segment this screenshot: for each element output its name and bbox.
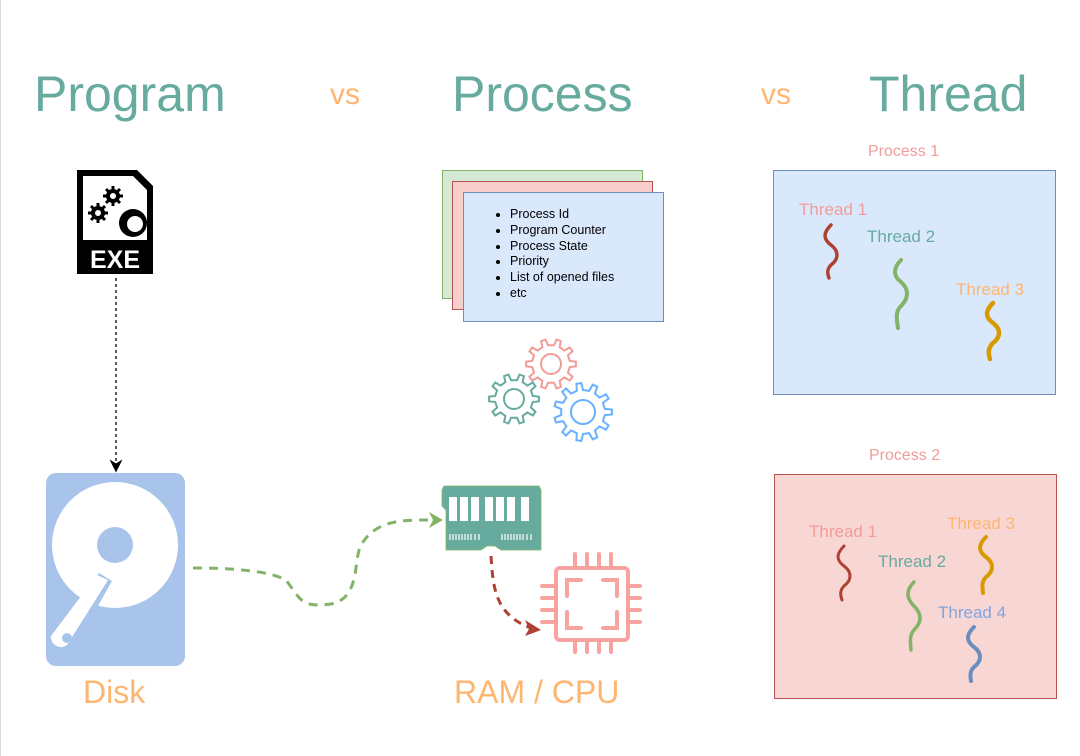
title-program: Program (34, 66, 226, 122)
gear-icon-green (488, 373, 540, 425)
process-1-box (773, 170, 1056, 395)
pcb-item: Priority (510, 254, 663, 270)
vs-label-1: vs (330, 78, 360, 111)
pcb-list: Process Id Program Counter Process State… (464, 193, 663, 302)
pcb-item: Process Id (510, 207, 663, 223)
ram-icon (441, 485, 542, 551)
disk-icon (46, 473, 185, 666)
exe-icon-label: EXE (90, 246, 140, 274)
disk-to-ram-arrow (192, 518, 432, 607)
arrowhead-icon (429, 512, 443, 528)
ram-cpu-caption: RAM / CPU (454, 674, 620, 710)
gear-icon-blue (553, 381, 613, 443)
gear-icon-red (525, 338, 577, 390)
title-thread: Thread (869, 66, 1028, 122)
pcb-card-front: Process Id Program Counter Process State… (463, 192, 664, 322)
p1-thread-1-label: Thread 1 (799, 200, 868, 219)
cpu-icon (540, 552, 642, 654)
p2-thread-3-label: Thread 3 (947, 514, 1016, 533)
pcb-item: Program Counter (510, 223, 663, 239)
gears-icon (488, 338, 613, 443)
p1-thread-2-label: Thread 2 (867, 227, 936, 246)
vs-label-2: vs (761, 78, 791, 111)
p2-thread-1-label: Thread 1 (809, 522, 878, 541)
p1-thread-3-label: Thread 3 (956, 280, 1025, 299)
pcb-item: etc (510, 286, 663, 302)
pcb-item: List of opened files (510, 270, 663, 286)
p2-thread-4-label: Thread 4 (938, 603, 1007, 622)
ram-to-cpu-arrow (489, 555, 532, 630)
p2-thread-2-label: Thread 2 (878, 552, 947, 571)
title-process: Process (452, 66, 633, 122)
process-2-label: Process 2 (869, 447, 941, 464)
disk-caption: Disk (83, 674, 146, 710)
exe-file-icon: EXE (77, 170, 153, 274)
process-1-label: Process 1 (868, 143, 940, 160)
arrowhead-icon (525, 620, 541, 636)
pcb-item: Process State (510, 239, 663, 255)
process-2-box (774, 474, 1057, 699)
